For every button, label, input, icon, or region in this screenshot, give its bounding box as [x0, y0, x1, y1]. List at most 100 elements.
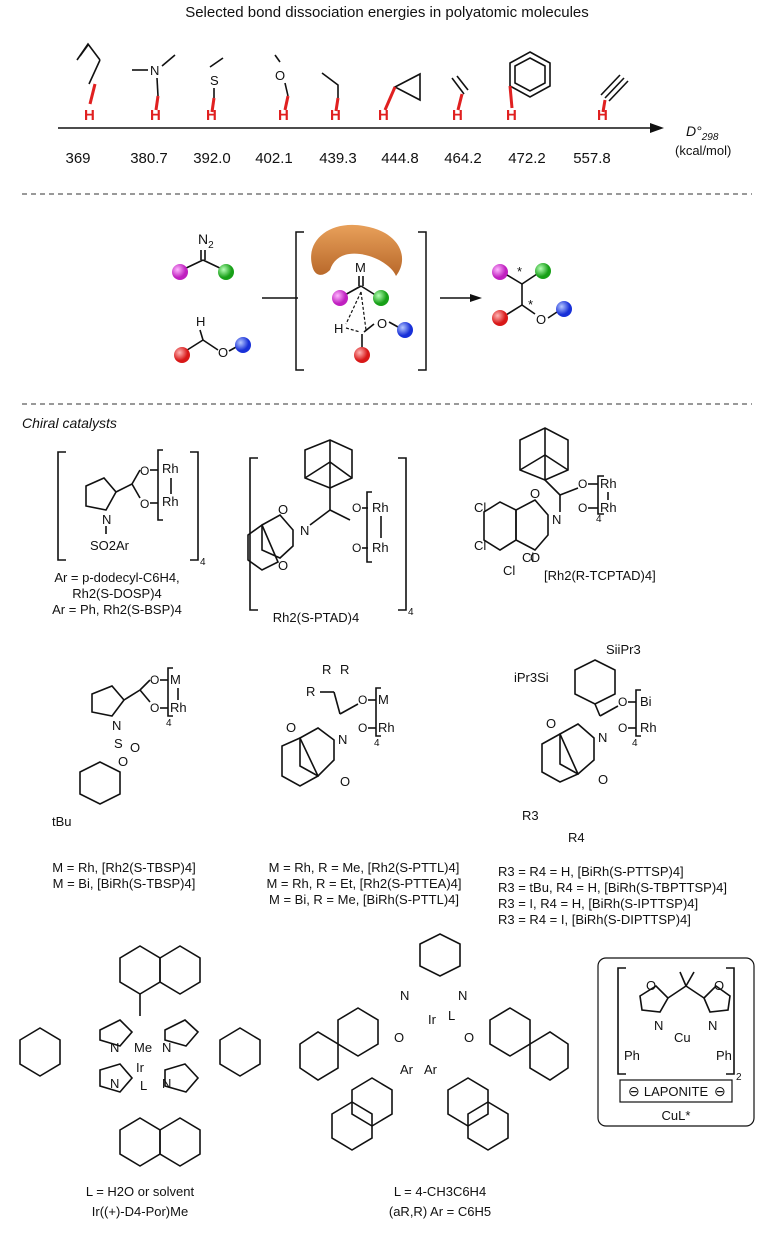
caption-line: Ar = Ph, Rh2(S-BSP)4 [52, 602, 182, 617]
catalyst-pttsp: SiiPr3 iPr3Si O O Bi Rh 4 N O O R3 R4 R3… [498, 642, 727, 927]
r-group: R [322, 662, 331, 677]
l-ligand: L [140, 1078, 147, 1093]
bde-molecules: H N H S H O H [76, 42, 629, 124]
caption-line: [Rh2(R-TCPTAD)4] [544, 568, 656, 583]
bde-value: 472.2 [508, 150, 546, 167]
cl-atom: Cl [474, 500, 486, 515]
o-atom: O [546, 716, 556, 731]
o-atom: O [150, 701, 159, 715]
o-atom: O [646, 978, 656, 993]
s-atom: S [114, 736, 123, 751]
h-atom: H [378, 107, 389, 124]
silyl-label: SiiPr3 [606, 642, 641, 657]
molecule-trimethylamine: N H [132, 54, 176, 124]
multiplier-4: 4 [632, 738, 638, 749]
n-atom: N [552, 512, 561, 527]
cl-atom: Cl [522, 550, 534, 565]
rh-atom: Rh [162, 494, 179, 509]
red-substituent [354, 347, 370, 363]
caption-line: Ir((+)-D4-Por)Me [92, 1204, 188, 1219]
caption-line: M = Rh, R = Et, [Rh2(S-PTTEA)4] [266, 876, 461, 891]
cl-atom: Cl [474, 538, 486, 553]
n-atom: N [654, 1018, 663, 1033]
caption-line: R3 = R4 = I, [BiRh(S-DIPTTSP)4] [498, 912, 691, 927]
laponite-box [619, 1079, 733, 1103]
catalyst-dosp: N O O Rh Rh SO2Ar 4 Ar = p-dodecyl-C6H4,… [52, 449, 206, 617]
m-atom: M [170, 672, 181, 687]
laponite-label: LAPONITE [644, 1084, 709, 1099]
o-atom: O [340, 774, 350, 789]
molecule-ethane: H [321, 72, 341, 124]
stereocenter-1: * [517, 264, 522, 279]
caption-line: Ar = p-dodecyl-C6H4, [54, 570, 179, 585]
bde-axis-arrowhead [650, 123, 664, 133]
catalyst-ir-salen: N N Ir L O O Ar Ar L = 4-CH3C6H4 (aR,R) … [299, 933, 569, 1219]
multiplier-4: 4 [374, 738, 380, 749]
ph-group: Ph [624, 1048, 640, 1063]
bde-value: 402.1 [255, 150, 293, 167]
o-atom: O [150, 673, 159, 687]
bde-value: 392.0 [193, 150, 231, 167]
o-atom: O [130, 740, 140, 755]
h-atom: H [452, 107, 463, 124]
minus-sign: ⊖ [628, 1083, 640, 1099]
axis-label: D°298 [686, 123, 719, 143]
multiplier-4: 4 [166, 718, 172, 729]
o-atom: O [358, 693, 367, 707]
bde-value: 380.7 [130, 150, 168, 167]
multiplier-4: 4 [200, 557, 206, 568]
rh-atom: Rh [162, 461, 179, 476]
m-atom: M [378, 692, 389, 707]
caption-line: M = Bi, R = Me, [BiRh(S-PTTL)4] [269, 892, 459, 907]
o-atom: O [352, 541, 361, 555]
green-substituent [218, 264, 234, 280]
caption-line: (aR,R) Ar = C6H5 [389, 1204, 491, 1219]
o-atom: O [530, 550, 540, 565]
catalyst-tcptad: O O Rh Rh 4 N O O Cl Cl Cl Cl [Rh2(R-TCP… [474, 427, 656, 583]
n-atom: N [458, 988, 467, 1003]
molecule-dimethylether: O H [274, 54, 290, 124]
rh-atom: Rh [600, 500, 617, 515]
rh-atom: Rh [378, 720, 395, 735]
o-atom: O [578, 477, 587, 491]
molecule-propene: H [76, 42, 101, 124]
rh-atom: Rh [600, 476, 617, 491]
rh-atom: Rh [372, 500, 389, 515]
h-atom: H [84, 107, 95, 124]
n-atom: N [300, 523, 309, 538]
o-atom: O [352, 501, 361, 515]
rh-atom: Rh [372, 540, 389, 555]
caption-line: Rh2(S-DOSP)4 [72, 586, 162, 601]
o-atom: O [286, 720, 296, 735]
me-ligand: Me [134, 1040, 152, 1055]
o-atom: O [140, 464, 149, 478]
stereocenter-2: * [528, 297, 533, 312]
minus-sign: ⊖ [714, 1083, 726, 1099]
o-atom: O [394, 1030, 404, 1045]
caption-line: Rh2(S-PTAD)4 [273, 610, 359, 625]
n-atom: N [708, 1018, 717, 1033]
bde-values: 369 380.7 392.0 402.1 439.3 444.8 464.2 … [65, 150, 610, 167]
l-ligand: L [448, 1008, 455, 1023]
bde-value: 439.3 [319, 150, 357, 167]
n-atom: N [102, 512, 111, 527]
caption-line: CuL* [662, 1108, 691, 1123]
caption-line: M = Rh, R = Me, [Rh2(S-PTTL)4] [269, 860, 460, 875]
ts-bracket-left [295, 231, 304, 371]
substrate-h: H [196, 314, 205, 329]
bde-value: 557.8 [573, 150, 611, 167]
blue-substituent [235, 337, 251, 353]
silyl-label: iPr3Si [514, 670, 549, 685]
o-atom: O [275, 68, 285, 83]
catalyst-shape [311, 224, 403, 276]
ts-bracket-right [418, 231, 427, 371]
h-atom: H [330, 107, 341, 124]
o-atom: O [530, 486, 540, 501]
rh-atom: Rh [170, 700, 187, 715]
cu-atom: Cu [674, 1030, 691, 1045]
sulfonyl-label: SO2Ar [90, 538, 130, 553]
n-atom: N [110, 1040, 119, 1055]
catalyst-ptad: N O O O O Rh Rh 4 Rh2(S-PTAD)4 [247, 439, 414, 625]
multiplier-4: 4 [408, 607, 414, 618]
blue-substituent [556, 301, 572, 317]
